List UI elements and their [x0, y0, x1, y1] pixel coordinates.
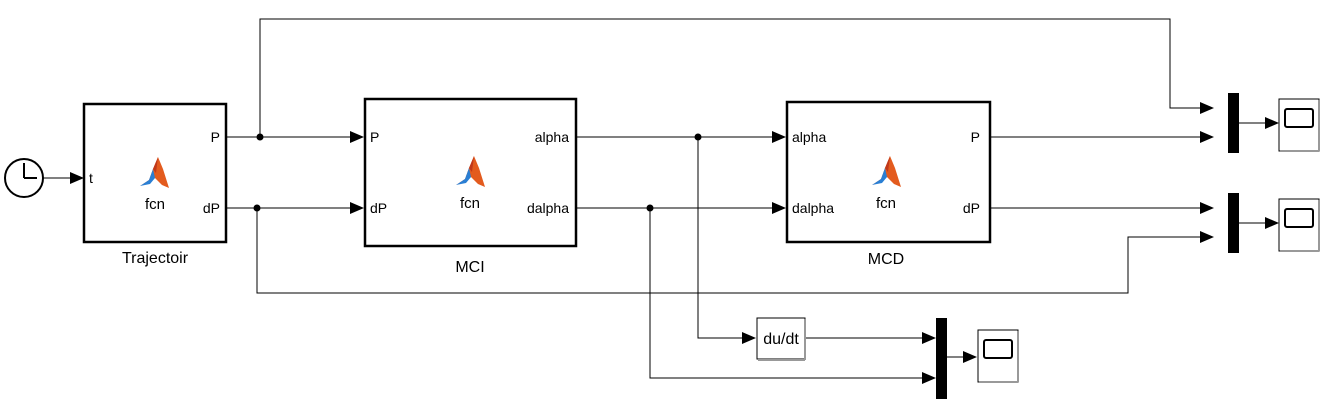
mcd-in-port-dalpha: dalpha — [792, 200, 834, 216]
derivative-label: du/dt — [763, 331, 799, 348]
mcd-out-port-dp: dP — [963, 200, 980, 216]
scope-icon[interactable] — [977, 329, 1019, 383]
trajectoir-function-label: fcn — [145, 196, 165, 213]
clock-icon — [23, 163, 37, 179]
scope-icon[interactable] — [1278, 198, 1320, 252]
signal-lines — [43, 18, 1279, 384]
mcd-function-label: fcn — [876, 195, 896, 212]
mci-in-port-p: P — [370, 129, 379, 145]
mci-function-label: fcn — [460, 195, 480, 212]
mci-in-port-dp: dP — [370, 200, 387, 216]
clock-block[interactable] — [4, 158, 44, 198]
trajectoir-out-port-dp: dP — [203, 200, 220, 216]
trajectoir-in-port-t: t — [89, 170, 93, 186]
trajectoir-block-name: Trajectoir — [122, 250, 189, 267]
trajectoir-out-port-p: P — [211, 129, 220, 145]
mcd-block[interactable]: alpha dalpha P dP fcn — [785, 100, 992, 244]
mci-out-port-alpha: alpha — [535, 129, 569, 145]
mcd-block-name: MCD — [868, 251, 904, 268]
mci-block[interactable]: P dP alpha dalpha fcn — [363, 97, 578, 248]
mcd-in-port-alpha: alpha — [792, 129, 826, 145]
trajectoir-block[interactable]: t P dP fcn — [82, 102, 228, 244]
mci-out-port-dalpha: dalpha — [527, 200, 569, 216]
mux-block[interactable] — [1228, 93, 1239, 153]
derivative-block[interactable]: du/dt — [756, 317, 806, 361]
mci-block-name: MCI — [455, 259, 484, 276]
mux-block[interactable] — [936, 318, 947, 399]
scope-icon[interactable] — [1278, 98, 1320, 152]
mux-block[interactable] — [1228, 193, 1239, 253]
mcd-out-port-p: P — [971, 129, 980, 145]
